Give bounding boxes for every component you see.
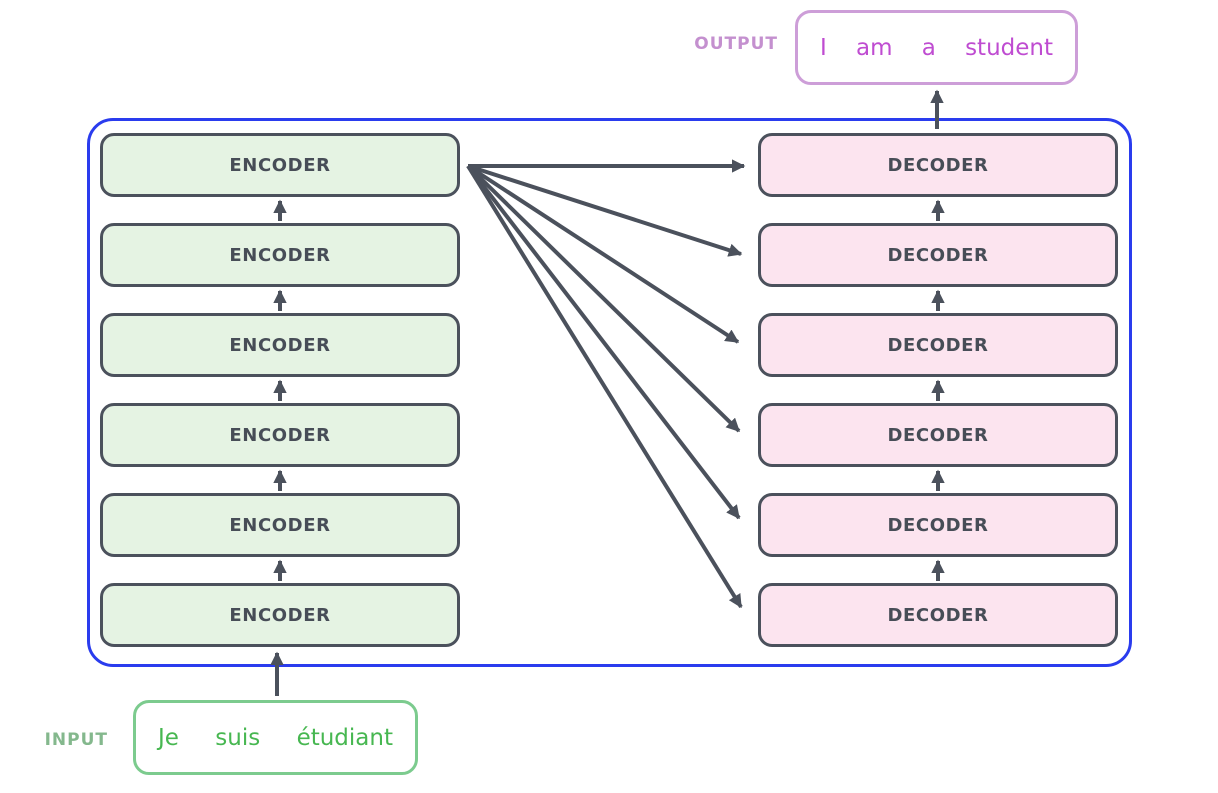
encoder-label: ENCODER <box>229 334 331 356</box>
output-word: a <box>921 34 936 61</box>
output-word: student <box>965 34 1053 61</box>
encoder-block-1: ENCODER <box>100 583 460 647</box>
decoder-block-3: DECODER <box>758 403 1118 467</box>
decoder-block-6: DECODER <box>758 133 1118 197</box>
input-box: Je suis étudiant <box>133 700 418 775</box>
encoder-block-4: ENCODER <box>100 313 460 377</box>
decoder-block-5: DECODER <box>758 223 1118 287</box>
encoder-block-2: ENCODER <box>100 493 460 557</box>
input-word: étudiant <box>296 724 393 751</box>
output-label: OUTPUT <box>694 34 778 54</box>
encoder-label: ENCODER <box>229 424 331 446</box>
encoder-block-6: ENCODER <box>100 133 460 197</box>
decoder-label: DECODER <box>887 604 989 626</box>
input-word: suis <box>215 724 261 751</box>
input-label: INPUT <box>44 730 108 750</box>
encoder-label: ENCODER <box>229 244 331 266</box>
encoder-label: ENCODER <box>229 514 331 536</box>
decoder-block-4: DECODER <box>758 313 1118 377</box>
encoder-label: ENCODER <box>229 154 331 176</box>
decoder-label: DECODER <box>887 334 989 356</box>
output-word: am <box>856 34 893 61</box>
output-box: I am a student <box>795 10 1078 85</box>
encoder-block-5: ENCODER <box>100 223 460 287</box>
encoder-label: ENCODER <box>229 604 331 626</box>
decoder-label: DECODER <box>887 244 989 266</box>
encoder-block-3: ENCODER <box>100 403 460 467</box>
decoder-block-1: DECODER <box>758 583 1118 647</box>
output-word: I <box>820 34 827 61</box>
input-word: Je <box>158 724 179 751</box>
decoder-label: DECODER <box>887 154 989 176</box>
decoder-label: DECODER <box>887 424 989 446</box>
decoder-label: DECODER <box>887 514 989 536</box>
encoder-decoder-container <box>87 118 1132 667</box>
decoder-block-2: DECODER <box>758 493 1118 557</box>
